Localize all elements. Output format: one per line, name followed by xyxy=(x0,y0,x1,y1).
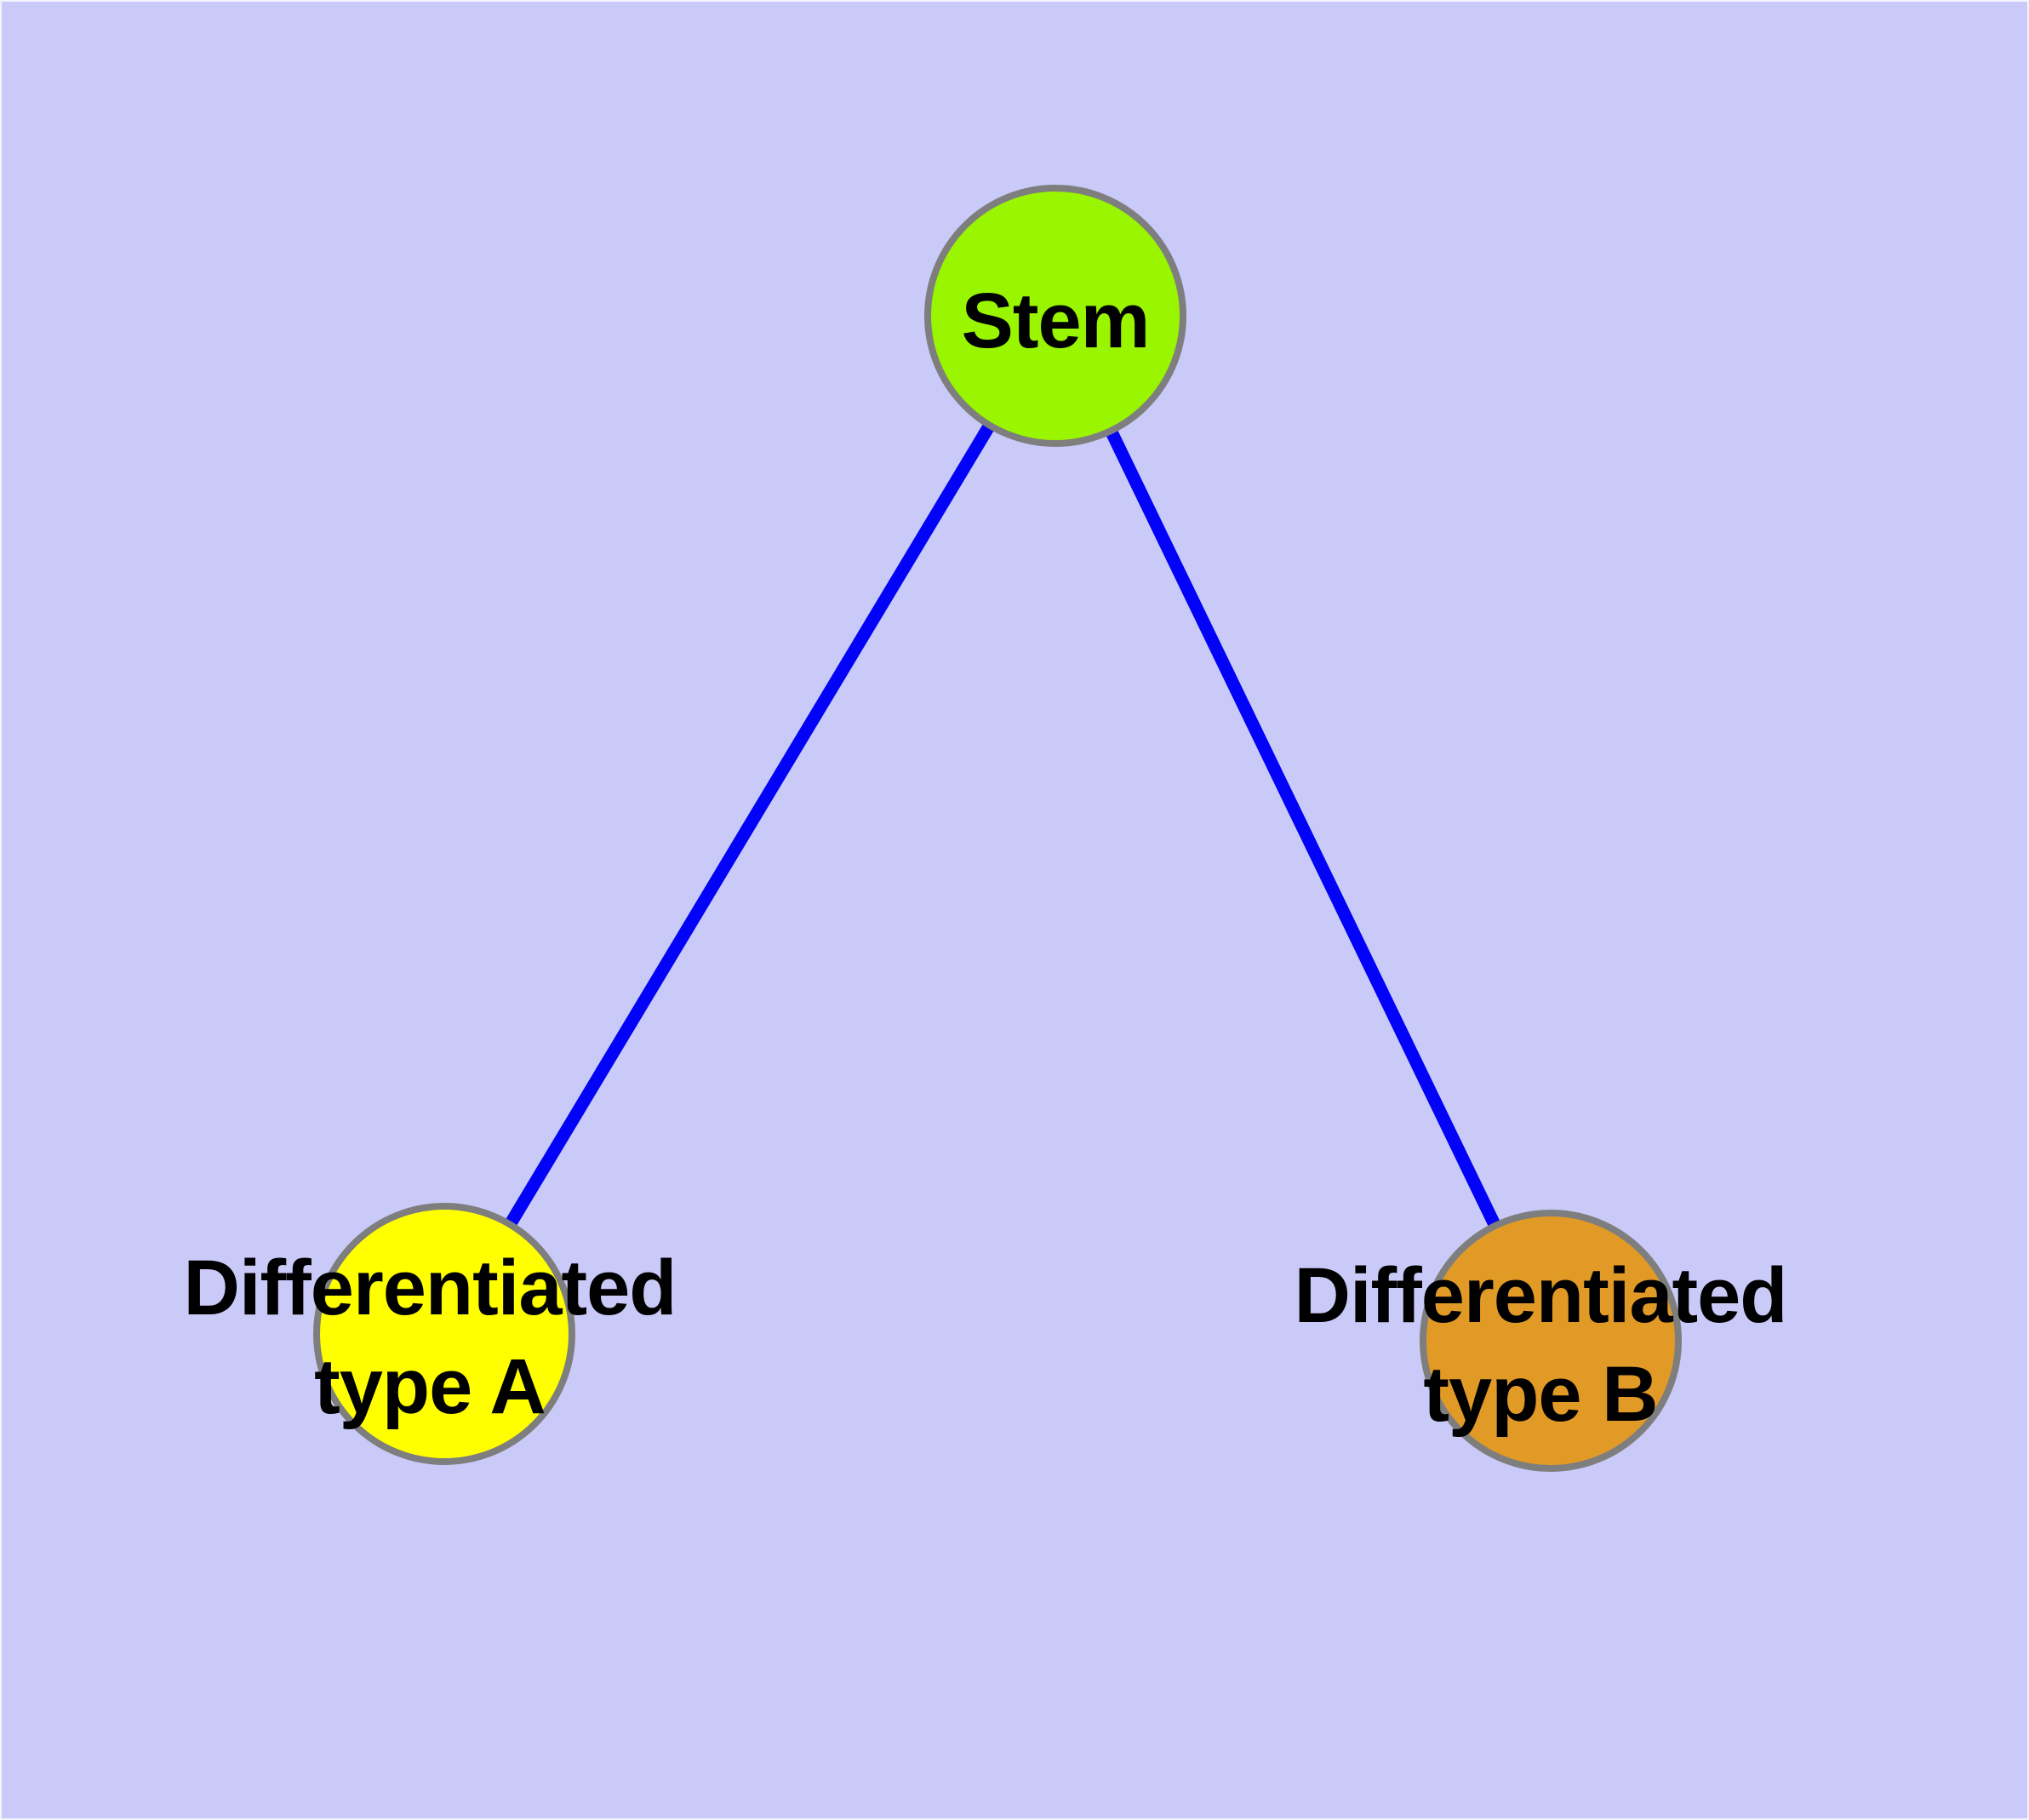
edge-stem-to-type-a xyxy=(438,312,1061,1337)
node-type-a-label-line1: Differentiated xyxy=(183,1245,677,1331)
node-type-a-label: Differentiated type A xyxy=(184,1239,677,1436)
node-type-b-label: Differentiated type B xyxy=(1294,1246,1788,1444)
node-type-b-circle xyxy=(1420,1210,1682,1472)
node-type-a-circle xyxy=(313,1203,575,1465)
node-stem-circle xyxy=(924,185,1186,447)
node-type-b-label-line2: type B xyxy=(1423,1351,1658,1438)
node-stem-label: Stem xyxy=(961,278,1151,364)
node-type-b-label-line1: Differentiated xyxy=(1294,1252,1788,1339)
node-type-a-label-line2: type A xyxy=(314,1343,546,1430)
edge-stem-to-type-b xyxy=(1049,312,1557,1344)
